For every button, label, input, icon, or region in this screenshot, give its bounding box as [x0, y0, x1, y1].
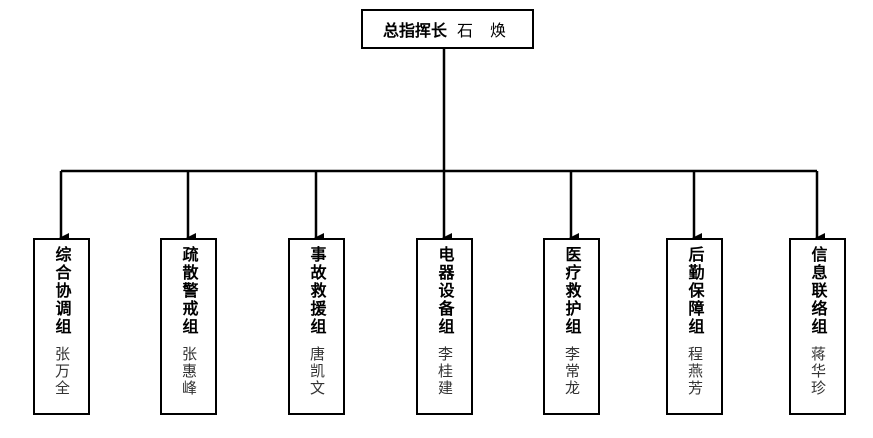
commander-name: 石 焕 — [456, 21, 513, 40]
commander-box: 总指挥长 石 焕 — [361, 9, 534, 49]
unit-name: 疏散警戒组 — [179, 246, 199, 336]
unit-name: 事故救援组 — [307, 246, 327, 336]
unit-box-7: 信息联络组 蒋华珍 — [789, 238, 846, 415]
unit-leader: 李常龙 — [563, 346, 581, 397]
unit-name: 信息联络组 — [808, 246, 828, 336]
commander-title: 总指挥长 — [382, 21, 447, 40]
unit-leader: 唐凯文 — [308, 346, 326, 397]
unit-box-1: 综合协调组 张万全 — [33, 238, 90, 415]
unit-box-4: 电器设备组 李桂建 — [416, 238, 473, 415]
unit-leader: 张万全 — [53, 346, 71, 397]
unit-box-3: 事故救援组 唐凯文 — [288, 238, 345, 415]
unit-name: 医疗救护组 — [562, 246, 582, 336]
unit-name: 综合协调组 — [52, 246, 72, 336]
unit-leader: 程燕芳 — [686, 346, 704, 397]
unit-box-2: 疏散警戒组 张惠峰 — [160, 238, 217, 415]
unit-leader: 张惠峰 — [180, 346, 198, 397]
unit-leader: 李桂建 — [436, 346, 454, 397]
unit-leader: 蒋华珍 — [809, 346, 827, 397]
unit-box-6: 后勤保障组 程燕芳 — [666, 238, 723, 415]
unit-box-5: 医疗救护组 李常龙 — [543, 238, 600, 415]
unit-name: 后勤保障组 — [685, 246, 705, 336]
unit-name: 电器设备组 — [435, 246, 455, 336]
